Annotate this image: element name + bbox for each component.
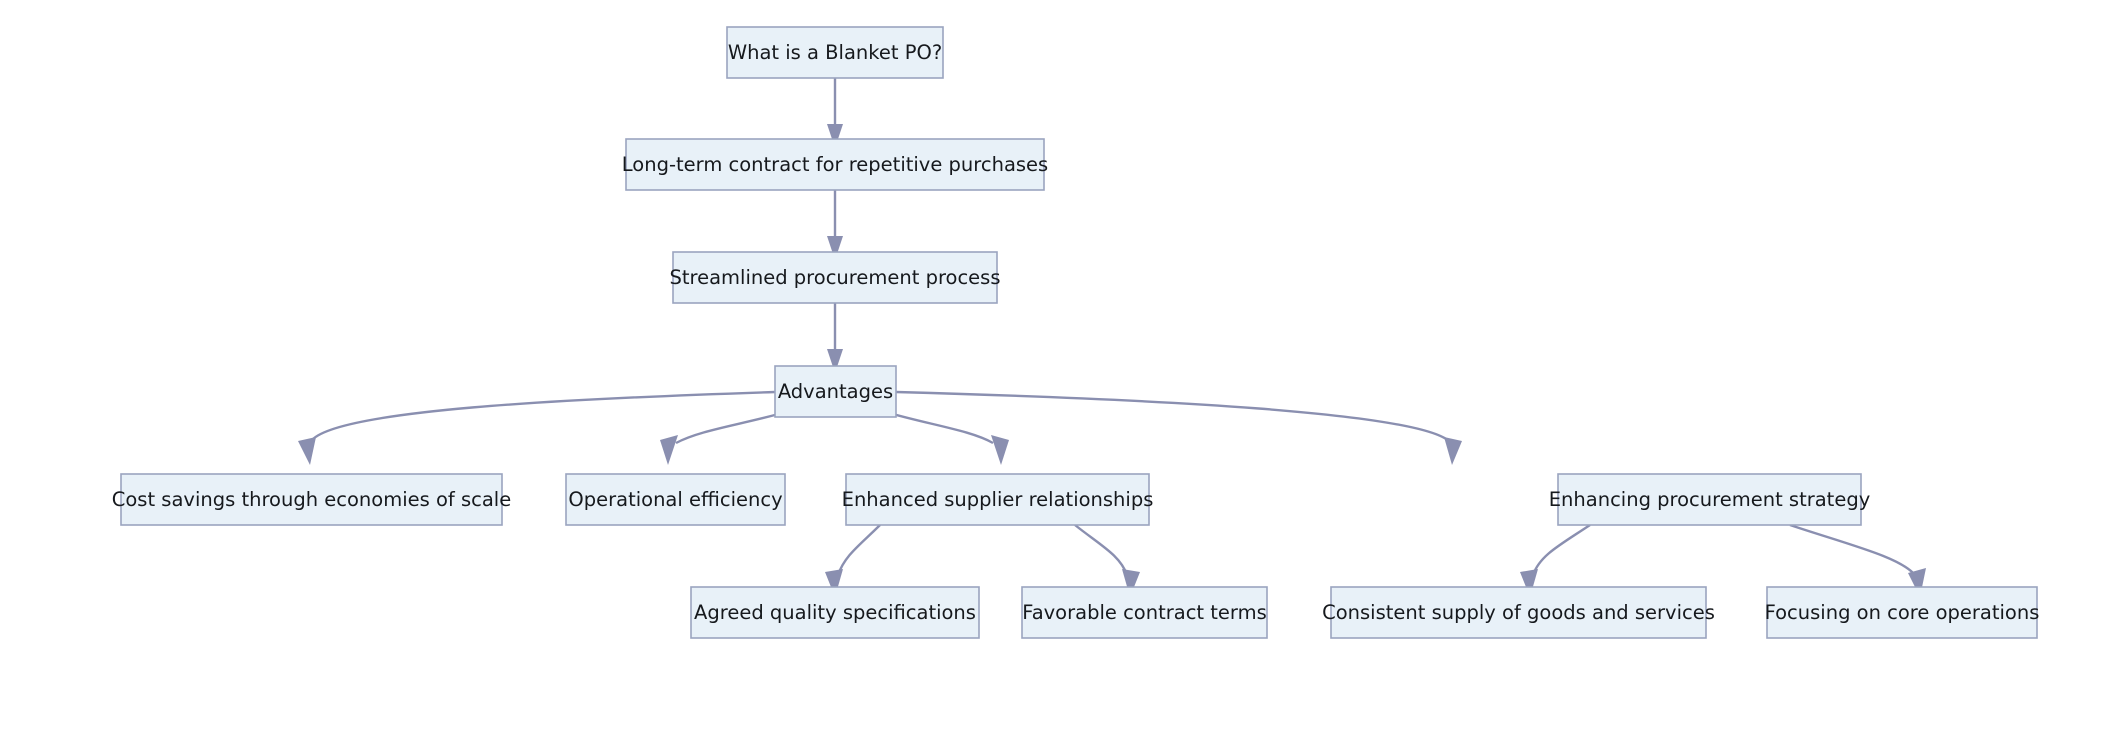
edge-enhanced-supplier-relationships-to-favorable-terms xyxy=(1074,524,1140,597)
node-agreed-quality-specifications[interactable]: Agreed quality specifications xyxy=(690,586,980,639)
node-cost-savings[interactable]: Cost savings through economies of scale xyxy=(112,473,511,526)
node-label-enhanced-supplier-relationships: Enhanced supplier relationships xyxy=(842,488,1154,511)
node-label-favorable-contract-terms: Favorable contract terms xyxy=(1022,601,1266,624)
node-label-agreed-quality-specifications: Agreed quality specifications xyxy=(694,601,976,624)
node-streamlined-procurement-process[interactable]: Streamlined procurement process xyxy=(669,251,1001,304)
node-operational-efficiency[interactable]: Operational efficiency xyxy=(565,473,786,526)
node-label-cost-savings: Cost savings through economies of scale xyxy=(112,488,511,511)
edge-advantages-to-operational-efficiency xyxy=(660,409,791,465)
node-favorable-contract-terms[interactable]: Favorable contract terms xyxy=(1021,586,1268,639)
node-label-enhancing-procurement-strategy: Enhancing procurement strategy xyxy=(1549,488,1871,511)
node-advantages[interactable]: Advantages xyxy=(774,365,897,418)
edge-long-term-contract-to-streamlined-process xyxy=(827,190,843,260)
edge-layer xyxy=(298,78,1926,597)
edge-advantages-to-enhanced-supplier-relationships xyxy=(881,409,1009,465)
node-label-streamlined-procurement-process: Streamlined procurement process xyxy=(669,266,1000,289)
edge-advantages-to-cost-savings xyxy=(298,390,776,465)
node-enhancing-procurement-strategy[interactable]: Enhancing procurement strategy xyxy=(1549,473,1871,526)
node-label-focusing-core-operations: Focusing on core operations xyxy=(1765,601,2040,624)
node-focusing-core-operations[interactable]: Focusing on core operations xyxy=(1765,586,2040,639)
node-layer: What is a Blanket PO? Long-term contract… xyxy=(112,26,2040,639)
node-consistent-supply[interactable]: Consistent supply of goods and services xyxy=(1322,586,1715,639)
node-what-is-blanket-po[interactable]: What is a Blanket PO? xyxy=(726,26,944,79)
node-label-operational-efficiency: Operational efficiency xyxy=(568,488,782,511)
node-label-long-term-contract: Long-term contract for repetitive purcha… xyxy=(622,153,1048,176)
node-label-consistent-supply: Consistent supply of goods and services xyxy=(1322,601,1715,624)
node-label-advantages: Advantages xyxy=(778,380,893,403)
node-long-term-contract[interactable]: Long-term contract for repetitive purcha… xyxy=(622,138,1048,191)
node-label-what-is-blanket-po: What is a Blanket PO? xyxy=(728,41,942,64)
edge-advantages-to-enhancing-procurement-strategy xyxy=(895,390,1462,465)
edge-enhanced-supplier-relationships-to-agreed-quality xyxy=(825,524,881,597)
edge-what-is-blanket-po-to-long-term-contract xyxy=(827,78,843,148)
node-enhanced-supplier-relationships[interactable]: Enhanced supplier relationships xyxy=(842,473,1154,526)
edge-streamlined-process-to-advantages xyxy=(827,303,843,373)
edge-enhancing-procurement-strategy-to-consistent-supply xyxy=(1520,524,1591,597)
